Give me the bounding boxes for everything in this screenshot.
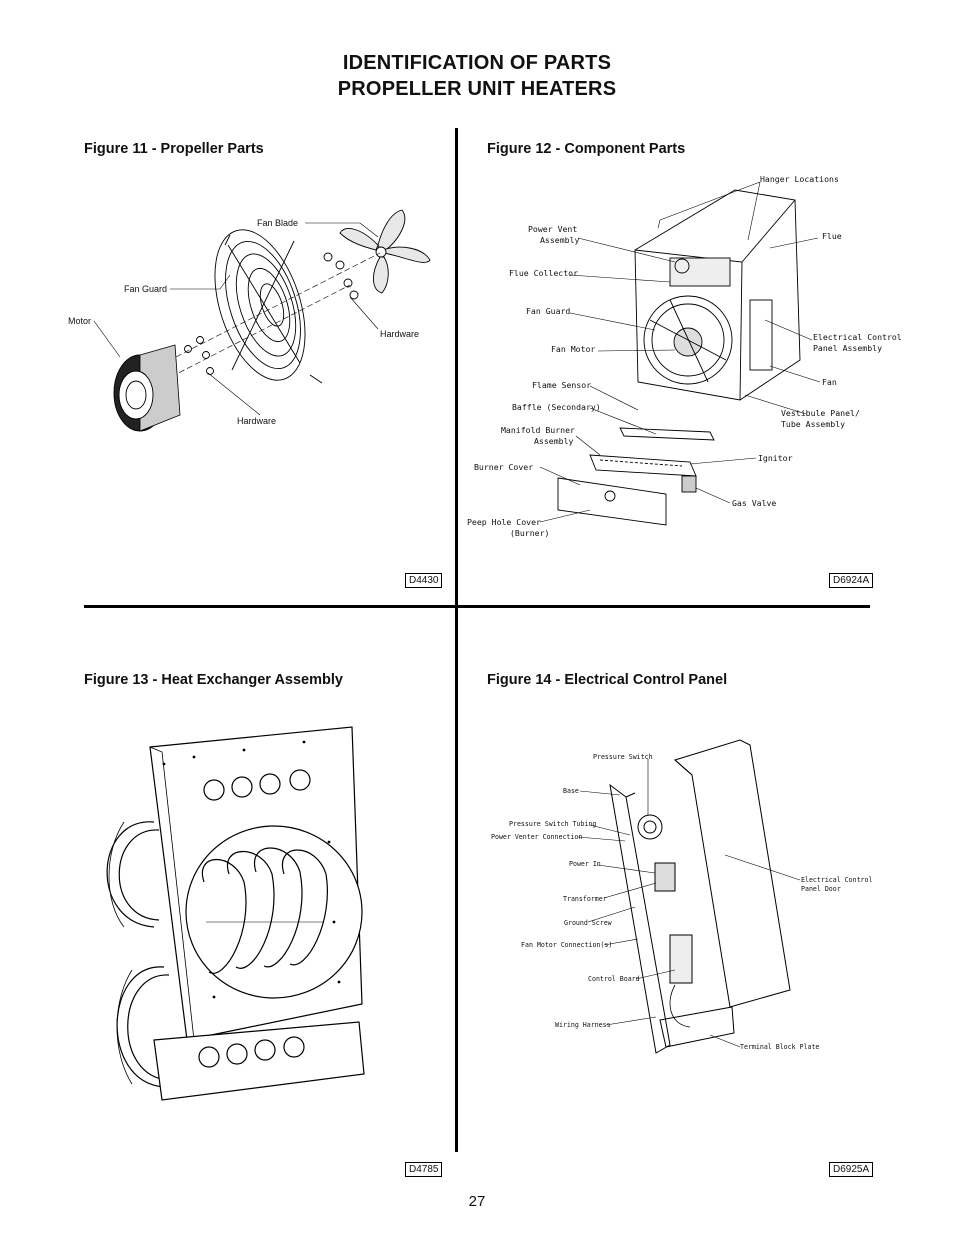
fig14-label-power-in: Power In: [569, 860, 601, 868]
fig12-label-electrical-control-1: Electrical Control: [813, 332, 902, 342]
fig12-label-vestibule-1: Vestibule Panel/: [781, 408, 860, 418]
figure-14-title: Figure 14 - Electrical Control Panel: [487, 672, 728, 688]
fig14-label-terminal-block-plate: Terminal Block Plate: [740, 1043, 819, 1051]
fig12-label-manifold-2: Assembly: [534, 436, 574, 446]
fig11-label-fan-guard: Fan Guard: [124, 284, 167, 294]
figure-13-drawing: [106, 726, 365, 1101]
figure-11-drawing: Fan Blade Fan Guard Motor Hardware Hardw…: [68, 209, 431, 432]
fig12-label-electrical-control-2: Panel Assembly: [813, 343, 882, 353]
figure-13-code: D4785: [405, 1162, 443, 1177]
fig14-label-power-venter-connection: Power Venter Connection: [491, 833, 582, 841]
fig12-label-hanger-locations: Hanger Locations: [760, 174, 839, 184]
fig14-label-panel-door-1: Electrical Control: [801, 876, 872, 884]
fig12-label-peep-hole-2: (Burner): [510, 528, 549, 538]
fig12-label-vestibule-2: Tube Assembly: [781, 419, 845, 429]
figure-14-code: D6925A: [829, 1162, 874, 1177]
fig14-label-pressure-switch-tubing: Pressure Switch Tubing: [509, 820, 596, 828]
fig12-label-flue: Flue: [822, 231, 842, 241]
figure-11-code: D4430: [405, 573, 443, 588]
fig12-label-ignitor: Ignitor: [758, 453, 793, 463]
page-title-line2: PROPELLER UNIT HEATERS: [337, 78, 617, 100]
fig12-label-fan-motor: Fan Motor: [551, 344, 595, 354]
vertical-divider: [455, 128, 458, 1152]
fig12-label-fan: Fan: [822, 377, 837, 387]
fig12-label-gas-valve: Gas Valve: [732, 498, 776, 508]
figure-11-title: Figure 11 - Propeller Parts: [84, 141, 264, 157]
fig12-label-peep-hole-1: Peep Hole Cover: [467, 517, 541, 527]
fig12-label-power-vent-1: Power Vent: [528, 224, 577, 234]
page-title-line1: IDENTIFICATION OF PARTS: [342, 52, 612, 74]
fig12-label-burner-cover: Burner Cover: [474, 462, 533, 472]
figure-14-drawing: Pressure Switch Base Pressure Switch Tub…: [491, 739, 872, 1054]
fig14-label-fan-motor-connections: Fan Motor Connection(s): [521, 941, 612, 949]
figure-12-drawing: Hanger Locations Power Vent Assembly Flu…: [467, 174, 902, 538]
fig12-label-flame-sensor: Flame Sensor: [532, 380, 591, 390]
fig11-label-motor: Motor: [68, 316, 91, 326]
page-number: 27: [468, 1193, 486, 1210]
fig12-label-manifold-1: Manifold Burner: [501, 425, 575, 435]
fig14-label-wiring-harness: Wiring Harness: [555, 1021, 611, 1029]
fig12-label-fan-guard: Fan Guard: [526, 306, 570, 316]
figure-12-code: D6924A: [829, 573, 874, 588]
fig12-label-flue-collector: Flue Collector: [509, 268, 578, 278]
fig14-label-base: Base: [563, 787, 579, 795]
fig11-label-hardware-right: Hardware: [380, 329, 419, 339]
fig14-label-pressure-switch: Pressure Switch: [593, 753, 653, 761]
fig14-label-panel-door-2: Panel Door: [801, 885, 841, 893]
fig12-label-baffle: Baffle (Secondary): [512, 402, 601, 412]
fig14-label-control-board: Control Board: [588, 975, 640, 983]
figure-13-title: Figure 13 - Heat Exchanger Assembly: [84, 672, 343, 688]
fig11-label-hardware-bottom: Hardware: [237, 416, 276, 426]
horizontal-divider: [84, 605, 870, 608]
fig14-label-ground-screw: Ground Screw: [564, 919, 612, 927]
fig14-label-transformer: Transformer: [563, 895, 607, 903]
fig11-label-fan-blade: Fan Blade: [257, 218, 298, 228]
figure-12-title: Figure 12 - Component Parts: [487, 141, 686, 157]
fig12-label-power-vent-2: Assembly: [540, 235, 580, 245]
